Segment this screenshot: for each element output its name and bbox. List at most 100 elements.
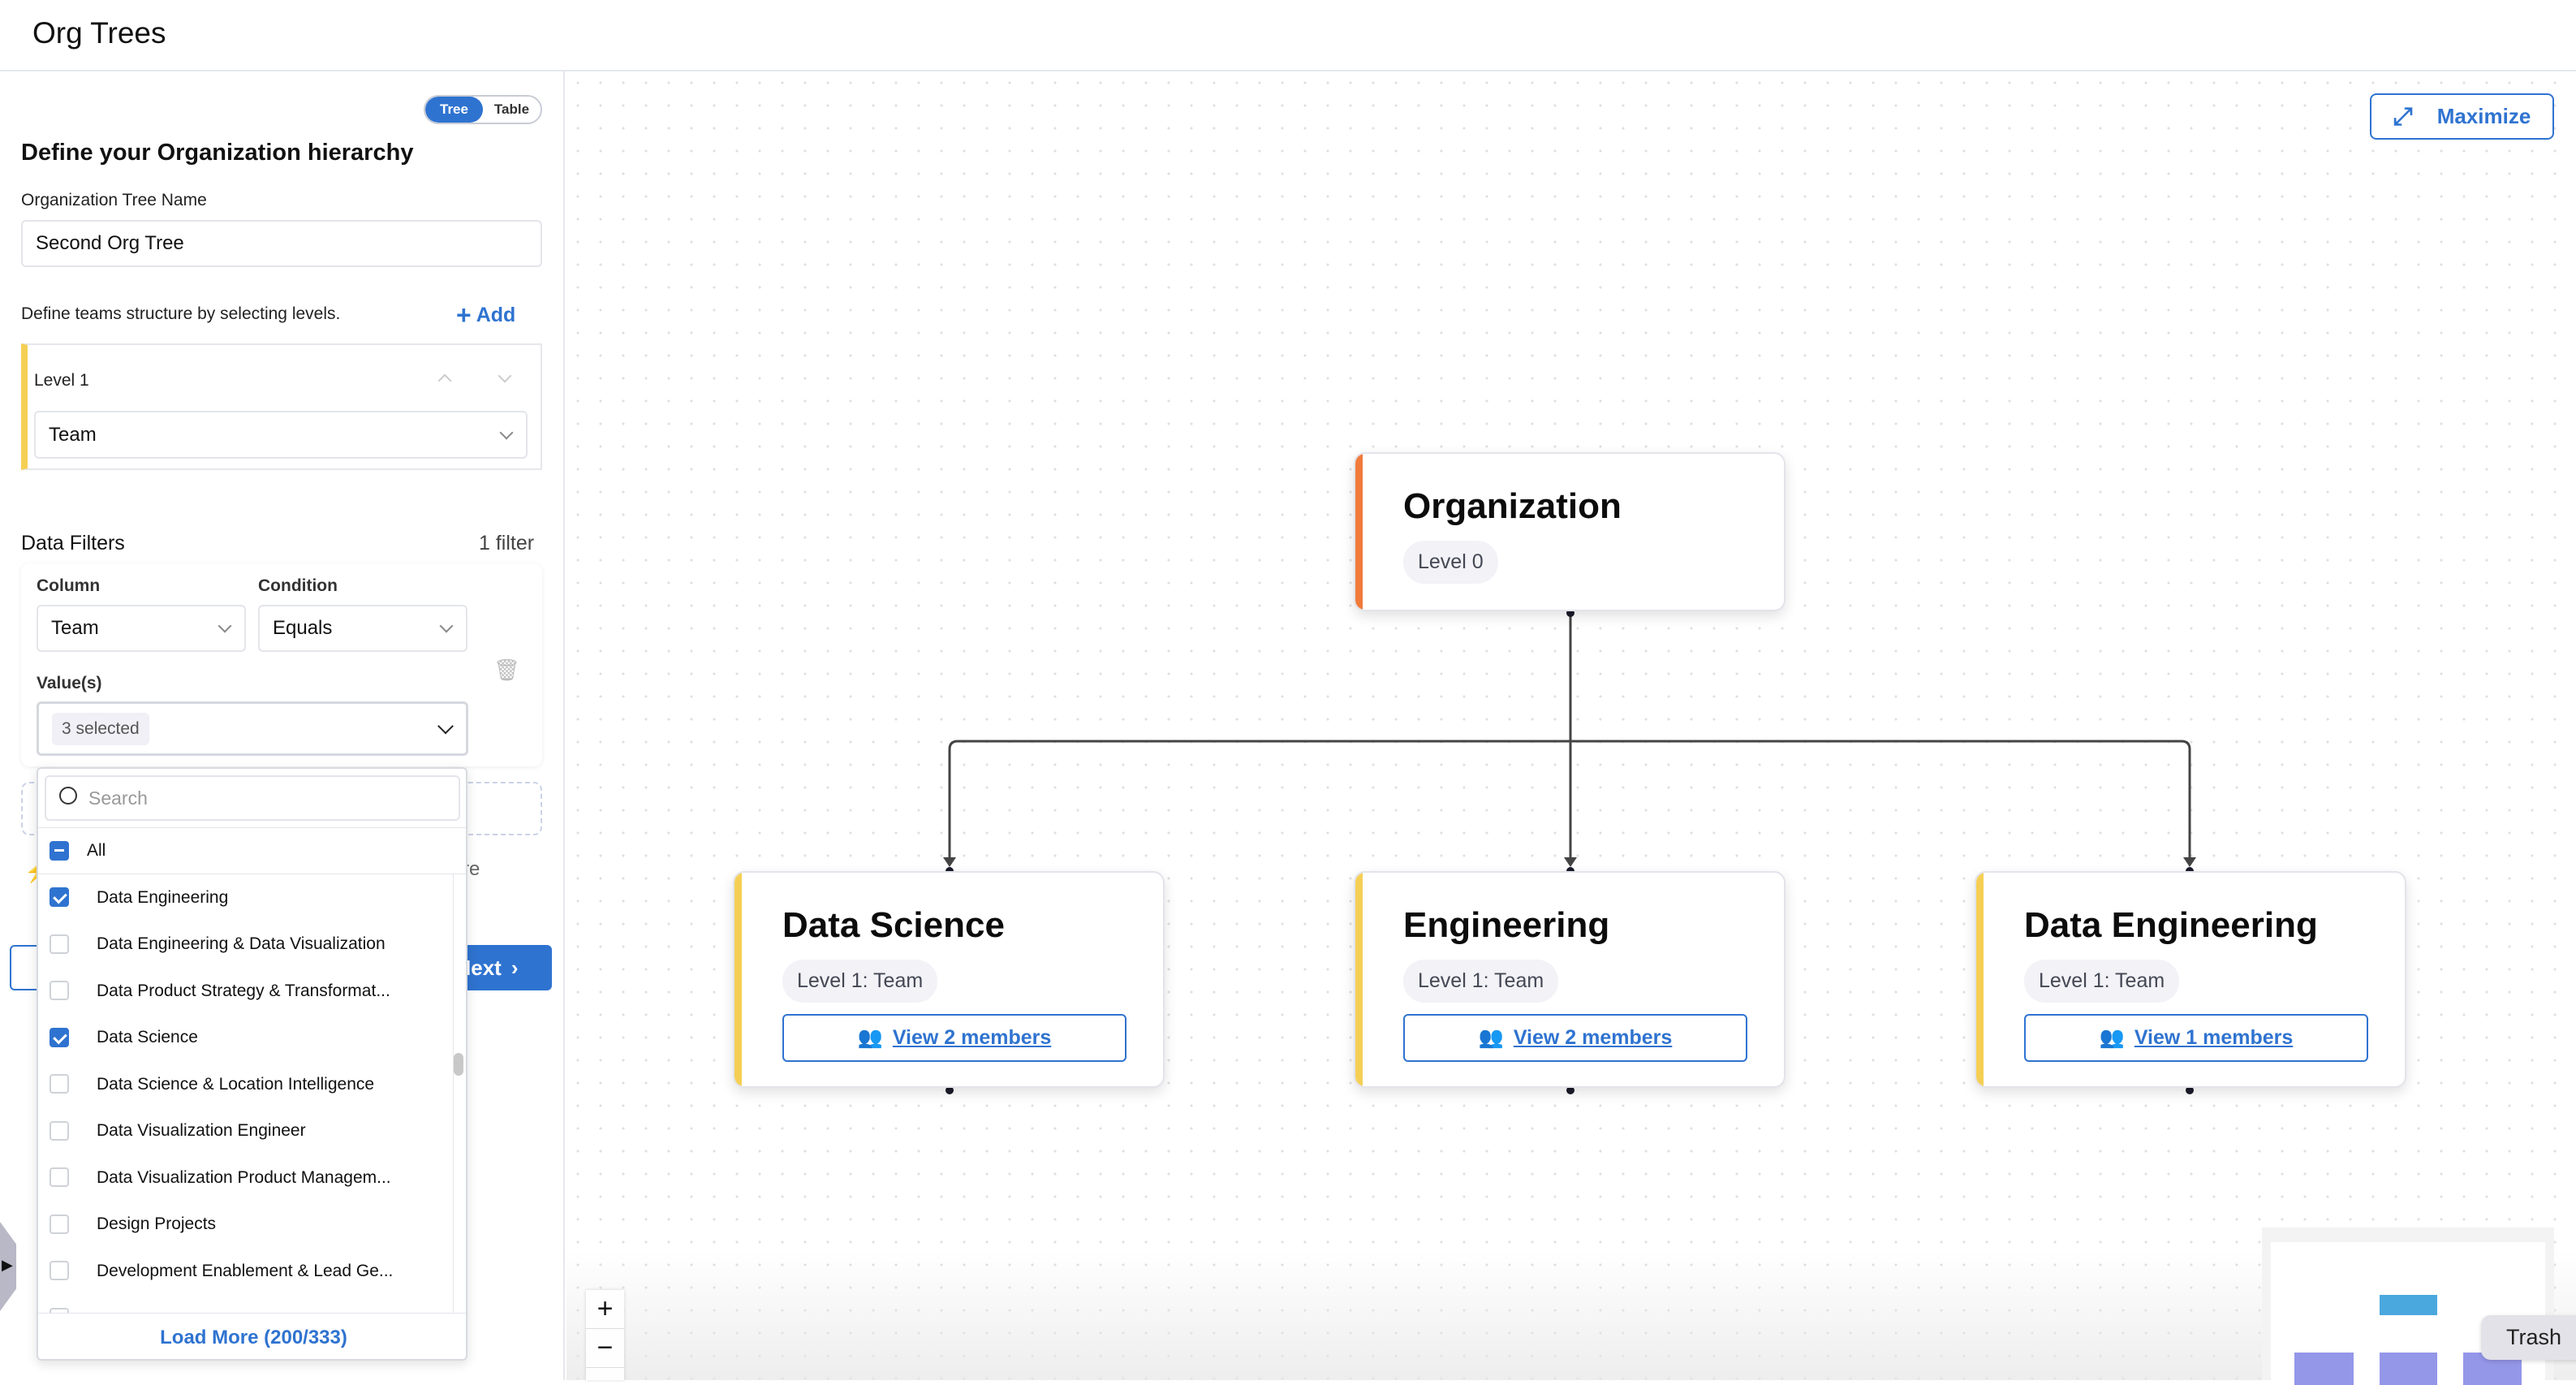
option-item[interactable]: Data Visualization Engineer bbox=[38, 1108, 452, 1154]
app-header: Org Trees bbox=[0, 0, 2576, 71]
level-color-bar bbox=[1355, 873, 1363, 1086]
filters-title: Data Filters bbox=[21, 532, 125, 554]
tree-name-label: Organization Tree Name bbox=[21, 191, 207, 209]
node-title: Organization bbox=[1403, 486, 1622, 526]
values-select[interactable]: 3 selected bbox=[37, 701, 468, 756]
org-node-root[interactable]: Organization Level 0 bbox=[1354, 452, 1786, 611]
option-item[interactable]: Data Product Strategy & Transformat... bbox=[38, 968, 452, 1014]
minimap-root-node bbox=[2380, 1295, 2437, 1315]
option-checkbox[interactable] bbox=[50, 1261, 69, 1280]
level-badge: Level 1: Team bbox=[782, 960, 938, 1003]
option-label: Data Science bbox=[97, 1028, 198, 1046]
option-item[interactable]: Design Projects bbox=[38, 1202, 452, 1248]
view-members-label: View 2 members bbox=[892, 1026, 1052, 1049]
filters-count: 1 filter bbox=[479, 532, 535, 554]
zoom-in-button[interactable]: + bbox=[586, 1290, 624, 1329]
zoom-out-button[interactable]: − bbox=[586, 1329, 624, 1368]
level-badge: Level 1: Team bbox=[1403, 960, 1559, 1003]
option-checkbox[interactable] bbox=[50, 934, 69, 954]
trash-icon[interactable]: 🗑 bbox=[493, 658, 521, 682]
option-checkbox[interactable] bbox=[50, 981, 69, 1000]
node-title: Engineering bbox=[1403, 905, 1610, 945]
option-item[interactable]: Development Enablement & Lead Ge... bbox=[38, 1248, 452, 1294]
view-members-button[interactable]: 👥 View 2 members bbox=[782, 1014, 1126, 1062]
level-label: Level 1 bbox=[34, 371, 89, 390]
option-checkbox[interactable] bbox=[50, 1027, 69, 1047]
level-badge: Level 1: Team bbox=[2024, 960, 2180, 1003]
option-label: Data Science & Location Intelligence bbox=[97, 1074, 375, 1094]
option-checkbox[interactable] bbox=[50, 1167, 69, 1187]
column-label: Column bbox=[37, 576, 101, 595]
condition-label: Condition bbox=[258, 576, 338, 595]
option-item[interactable]: Data Visualization Product Managem... bbox=[38, 1154, 452, 1201]
trash-tooltip: Trash bbox=[2481, 1315, 2576, 1360]
level-color-bar bbox=[734, 873, 742, 1086]
arrow-right bbox=[2183, 857, 2196, 867]
all-label: All bbox=[87, 841, 106, 860]
tab-table[interactable]: Table bbox=[493, 101, 530, 117]
view-members-button[interactable]: 👥 View 1 members bbox=[2024, 1014, 2368, 1062]
option-label: Development Enablement & Lead Ge... bbox=[97, 1261, 394, 1280]
page-title: Org Trees bbox=[32, 16, 166, 50]
view-toggle[interactable]: Tree Table bbox=[424, 95, 542, 124]
option-label: Data Engineering & Data Visualization bbox=[97, 934, 386, 953]
option-label: Data Visualization Product Managem... bbox=[97, 1167, 391, 1187]
values-label: Value(s) bbox=[37, 674, 102, 692]
option-checkbox[interactable] bbox=[50, 1074, 69, 1094]
node-title: Data Science bbox=[782, 905, 1005, 945]
option-checkbox[interactable] bbox=[50, 1120, 69, 1141]
maximize-button[interactable]: ⤢Maximize bbox=[2370, 93, 2554, 140]
zoom-controls: + − bbox=[586, 1290, 624, 1380]
search-icon bbox=[59, 787, 77, 805]
collapse-handle[interactable] bbox=[0, 1222, 16, 1311]
option-item-partial[interactable] bbox=[38, 1295, 452, 1313]
view-members-label: View 2 members bbox=[1513, 1026, 1673, 1049]
select-all-row[interactable]: All bbox=[38, 827, 466, 874]
search-placeholder: Search bbox=[88, 787, 148, 809]
indeterminate-checkbox[interactable] bbox=[50, 841, 69, 861]
tab-tree[interactable]: Tree bbox=[425, 97, 483, 123]
dropdown-search-input[interactable]: Search bbox=[45, 775, 460, 821]
arrow-left bbox=[943, 857, 956, 867]
view-members-label: View 1 members bbox=[2134, 1026, 2294, 1049]
users-icon: 👥 bbox=[2099, 1026, 2125, 1049]
option-checkbox[interactable] bbox=[50, 887, 69, 907]
levels-hint: Define teams structure by selecting leve… bbox=[21, 304, 341, 323]
users-icon: 👥 bbox=[857, 1026, 883, 1049]
arrow-mid bbox=[1564, 857, 1577, 867]
condition-value: Equals bbox=[273, 617, 333, 639]
column-value: Team bbox=[51, 617, 99, 639]
option-item[interactable]: Data Engineering bbox=[38, 874, 452, 921]
option-label: Design Projects bbox=[97, 1215, 217, 1233]
section-heading: Define your Organization hierarchy bbox=[21, 140, 414, 166]
option-item[interactable]: Data Science & Location Intelligence bbox=[38, 1061, 452, 1107]
level-card: Level 1 Team bbox=[21, 343, 542, 470]
option-item[interactable]: Data Engineering & Data Visualization bbox=[38, 921, 452, 968]
condition-select[interactable]: Equals bbox=[258, 605, 467, 652]
plus-icon: + bbox=[456, 300, 472, 330]
connector-right bbox=[1570, 740, 2191, 861]
level-select[interactable]: Team bbox=[34, 411, 528, 459]
filter-card: Column Condition Team Equals 🗑 Value(s) … bbox=[21, 563, 542, 766]
chevron-right-icon: › bbox=[510, 955, 519, 980]
load-more-button[interactable]: Load More (200/333) bbox=[38, 1313, 466, 1359]
option-checkbox[interactable] bbox=[50, 1214, 69, 1234]
scrollbar-thumb[interactable] bbox=[454, 1053, 463, 1076]
add-level-button[interactable]: + Add bbox=[456, 300, 515, 330]
option-label: Data Engineering bbox=[97, 887, 229, 907]
tree-name-value: Second Org Tree bbox=[36, 232, 184, 254]
option-item[interactable]: Data Science bbox=[38, 1015, 452, 1061]
node-title: Data Engineering bbox=[2024, 905, 2318, 945]
column-select[interactable]: Team bbox=[37, 605, 246, 652]
tree-name-input[interactable]: Second Org Tree bbox=[21, 220, 542, 267]
option-label: Data Product Strategy & Transformat... bbox=[97, 981, 390, 1000]
maximize-label: Maximize bbox=[2436, 104, 2531, 128]
connector-left bbox=[948, 740, 1570, 861]
view-members-button[interactable]: 👥View 2 members bbox=[1403, 1014, 1747, 1062]
level-badge: Level 0 bbox=[1403, 541, 1498, 584]
